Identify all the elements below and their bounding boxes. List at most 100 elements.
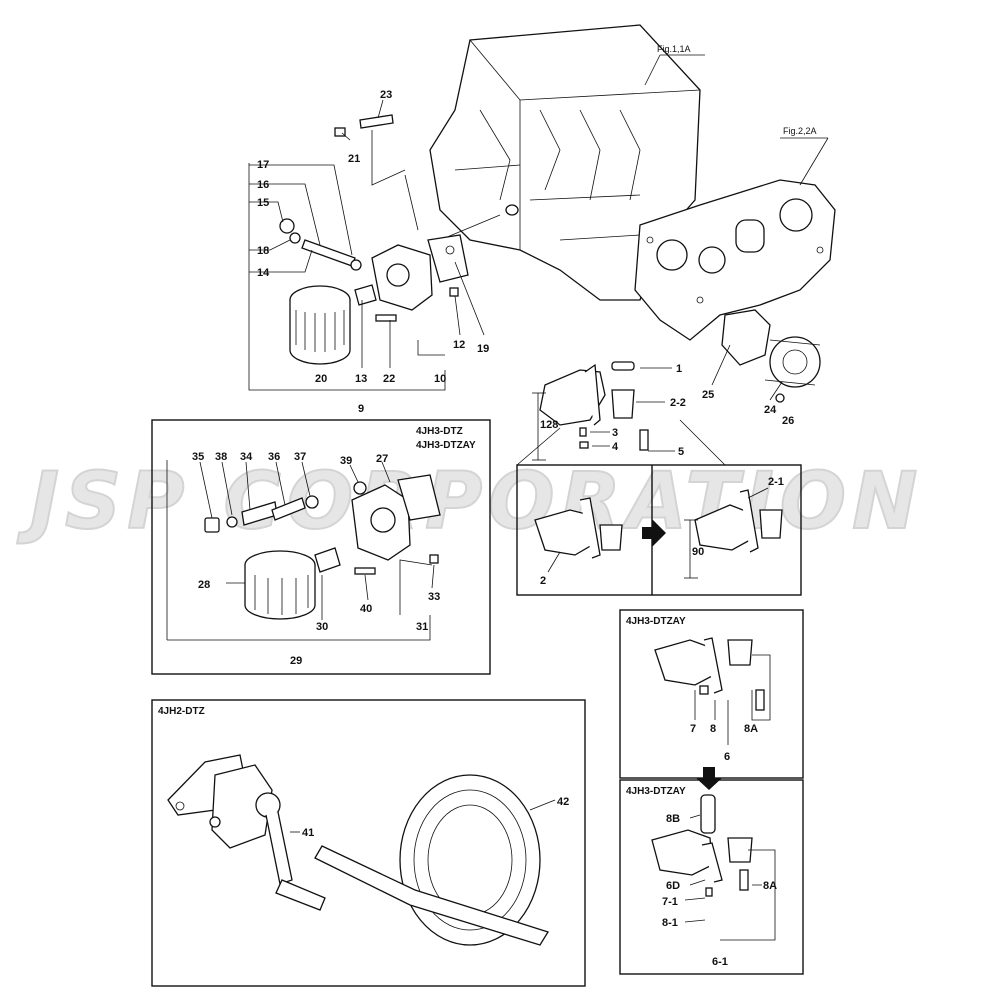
label-38: 38 (215, 451, 227, 463)
label-29: 29 (290, 655, 302, 667)
label-14: 14 (257, 267, 270, 279)
label-24: 24 (764, 404, 777, 416)
gear-case-plate-drawing (634, 179, 836, 341)
ref-arrow-block (644, 54, 661, 86)
label-23: 23 (380, 89, 392, 101)
label-25: 25 (702, 389, 714, 401)
box-pointer-left (516, 427, 561, 466)
label-6: 6 (724, 751, 730, 763)
leaders-sump-b (684, 814, 776, 941)
header-4jh3-dtzay: 4JH3-DTZAY (416, 440, 476, 451)
label-31: 31 (416, 621, 428, 633)
label-2-1: 2-1 (768, 476, 784, 488)
sump-variant-box-b (619, 779, 804, 975)
leader-34 (245, 461, 251, 511)
leader-38 (221, 461, 233, 516)
leaders-sump-a (694, 654, 771, 721)
leader-24 (769, 381, 783, 401)
bracket-10 (417, 340, 445, 356)
header-sump-a: 4JH3-DTZAY (626, 616, 686, 627)
watermark: JSP CORPORATION (17, 457, 923, 547)
leader-19 (454, 261, 485, 336)
leader-14 (249, 249, 313, 273)
label-37: 37 (294, 451, 306, 463)
leader-42 (529, 799, 556, 811)
arrow-down-icon (696, 767, 722, 790)
label-27: 27 (376, 453, 388, 465)
oil-hose-drawing (314, 774, 549, 946)
filter-variant-drawing (204, 474, 441, 620)
sump-replacement-box (516, 464, 802, 596)
label-35: 35 (192, 451, 204, 463)
cylinder-block-drawing (429, 24, 701, 301)
sump-variant-a-drawing (654, 637, 765, 711)
label-17: 17 (257, 159, 269, 171)
leader-18 (249, 239, 291, 251)
ref-arrow-gear (799, 137, 829, 186)
arrow-right-icon (642, 519, 666, 547)
leader-2-1 (747, 487, 769, 499)
leader-35 (199, 461, 213, 519)
label-2: 2 (540, 575, 546, 587)
label-15: 15 (257, 197, 269, 209)
pump-variant-box (151, 699, 586, 987)
label-3: 3 (612, 427, 618, 439)
label-42: 42 (557, 796, 569, 808)
header-4jh3-dtz: 4JH3-DTZ (416, 426, 463, 437)
label-34: 34 (240, 451, 253, 463)
label-8B: 8B (666, 813, 680, 825)
label-8-1: 8-1 (662, 917, 678, 929)
label-39: 39 (340, 455, 352, 467)
label-36: 36 (268, 451, 280, 463)
label-1: 1 (676, 363, 682, 375)
oil-pump-drawing (721, 309, 821, 403)
label-16: 16 (257, 179, 269, 191)
leader-33 (431, 564, 435, 589)
leader-17 (249, 164, 353, 256)
label-9: 9 (358, 403, 364, 415)
sump-variant-b-drawing (651, 794, 753, 897)
leader-12 (454, 295, 461, 336)
leader-40 (364, 574, 369, 601)
leader-23 (377, 99, 384, 119)
label-8A: 8A (744, 723, 758, 735)
leader-36 (275, 461, 286, 506)
label-7-1: 7-1 (662, 896, 678, 908)
sump-variant-box-a (619, 609, 804, 779)
label-8A-b: 8A (763, 880, 777, 892)
label-22: 22 (383, 373, 395, 385)
dim-128: 128 (540, 419, 558, 431)
label-5: 5 (678, 446, 684, 458)
label-28: 28 (198, 579, 210, 591)
label-20: 20 (315, 373, 327, 385)
leader-37 (301, 461, 311, 497)
box-pointer-right (679, 419, 726, 466)
label-7: 7 (690, 723, 696, 735)
label-6D: 6D (666, 880, 680, 892)
label-8: 8 (710, 723, 716, 735)
ref-gear-case: Fig.2,2A (783, 126, 817, 136)
leader-15 (249, 201, 284, 223)
bracket-9 (248, 163, 446, 391)
bracket-29 (167, 615, 431, 641)
label-41: 41 (302, 827, 314, 839)
sump-drawing (539, 361, 649, 451)
header-sump-b: 4JH3-DTZAY (626, 786, 686, 797)
leader-31 (399, 559, 433, 615)
header-4jh2-dtz: 4JH2-DTZ (158, 706, 205, 717)
label-18: 18 (257, 245, 269, 257)
label-30: 30 (316, 621, 328, 633)
label-4: 4 (612, 441, 619, 453)
label-21: 21 (348, 153, 360, 165)
sump-new-drawing (694, 489, 783, 553)
sump-old-drawing (534, 497, 623, 559)
leader-2 (547, 551, 561, 573)
label-40: 40 (360, 603, 372, 615)
leader-16 (249, 183, 321, 246)
ref-block: Fig.1,1A (657, 44, 691, 54)
label-19: 19 (477, 343, 489, 355)
filter-variant-box (151, 419, 491, 675)
label-26: 26 (782, 415, 794, 427)
